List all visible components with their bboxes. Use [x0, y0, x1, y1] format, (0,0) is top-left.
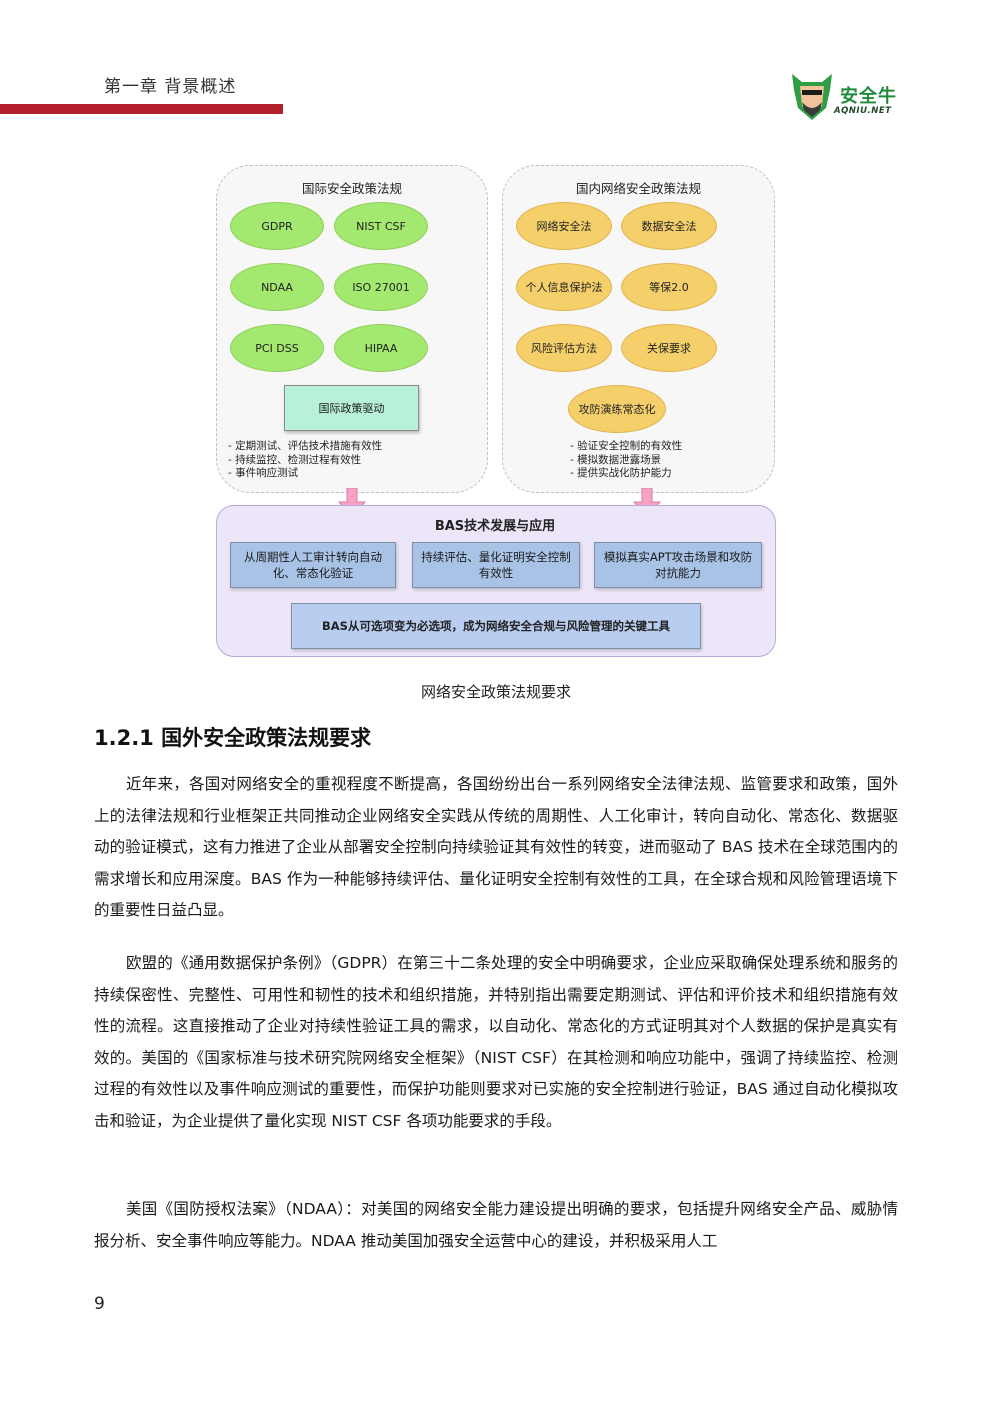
domestic-item: 网络安全法 — [516, 202, 612, 250]
intl-item: PCI DSS — [230, 324, 324, 372]
page-number: 9 — [94, 1294, 105, 1314]
bas-title: BAS技术发展与应用 — [434, 519, 556, 534]
paragraph: 美国《国防授权法案》（NDAA）：对美国的网络安全能力建设提出明确的要求，包括提… — [94, 1200, 898, 1250]
intl-notes: - 定期测试、评估技术措施有效性 - 持续监控、检测过程有效性 - 事件响应测试 — [228, 440, 383, 479]
paragraph: 欧盟的《通用数据保护条例》（GDPR）在第三十二条处理的安全中明确要求，企业应采… — [94, 954, 898, 1130]
bas-conclusion: BAS从可选项变为必选项，成为网络安全合规与风险管理的关键工具 — [291, 603, 701, 649]
intl-item: NIST CSF — [334, 202, 428, 250]
intl-panel-title: 国际安全政策法规 — [301, 181, 402, 196]
bas-box-text: 模拟真实APT攻击场景和攻防对抗能力 — [603, 550, 753, 580]
intl-driver-box: 国际政策驱动 — [284, 385, 419, 431]
bas-box-text: 从周期性人工审计转向自动化、常态化验证 — [244, 550, 382, 580]
bas-box: 模拟真实APT攻击场景和攻防对抗能力 — [594, 542, 762, 588]
domestic-item: 攻防演练常态化 — [568, 385, 666, 433]
bas-box: 从周期性人工审计转向自动化、常态化验证 — [230, 542, 396, 588]
intl-item: GDPR — [230, 202, 324, 250]
bas-box: 持续评估、量化证明安全控制有效性 — [412, 542, 580, 588]
bull-shield-icon — [792, 74, 832, 120]
domestic-notes: - 验证安全控制的有效性 - 模拟数据泄露场景 - 提供实战化防护能力 — [570, 440, 683, 479]
domestic-item: 关保要求 — [621, 324, 717, 372]
domestic-item: 风险评估方法 — [516, 324, 612, 372]
paragraph: 近年来，各国对网络安全的重视程度不断提高，各国纷纷出台一系列网络安全法律法规、监… — [94, 775, 898, 919]
intl-item: NDAA — [230, 263, 324, 311]
logo-subtitle: AQNIU.NET — [834, 106, 892, 116]
domestic-item: 等保2.0 — [621, 263, 717, 311]
intl-item: ISO 27001 — [334, 263, 428, 311]
domestic-panel-title: 国内网络安全政策法规 — [575, 181, 701, 196]
bas-box-text: 持续评估、量化证明安全控制有效性 — [421, 550, 571, 580]
logo-name: 安全牛 — [840, 86, 897, 107]
intl-item: HIPAA — [334, 324, 428, 372]
section-title: 1.2.1 国外安全政策法规要求 — [94, 726, 372, 750]
domestic-item: 数据安全法 — [621, 202, 717, 250]
header-red-bar — [0, 104, 283, 114]
figure-caption: 网络安全政策法规要求 — [420, 683, 571, 701]
domestic-item: 个人信息保护法 — [516, 263, 612, 311]
chapter-title: 第一章 背景概述 — [104, 77, 237, 97]
